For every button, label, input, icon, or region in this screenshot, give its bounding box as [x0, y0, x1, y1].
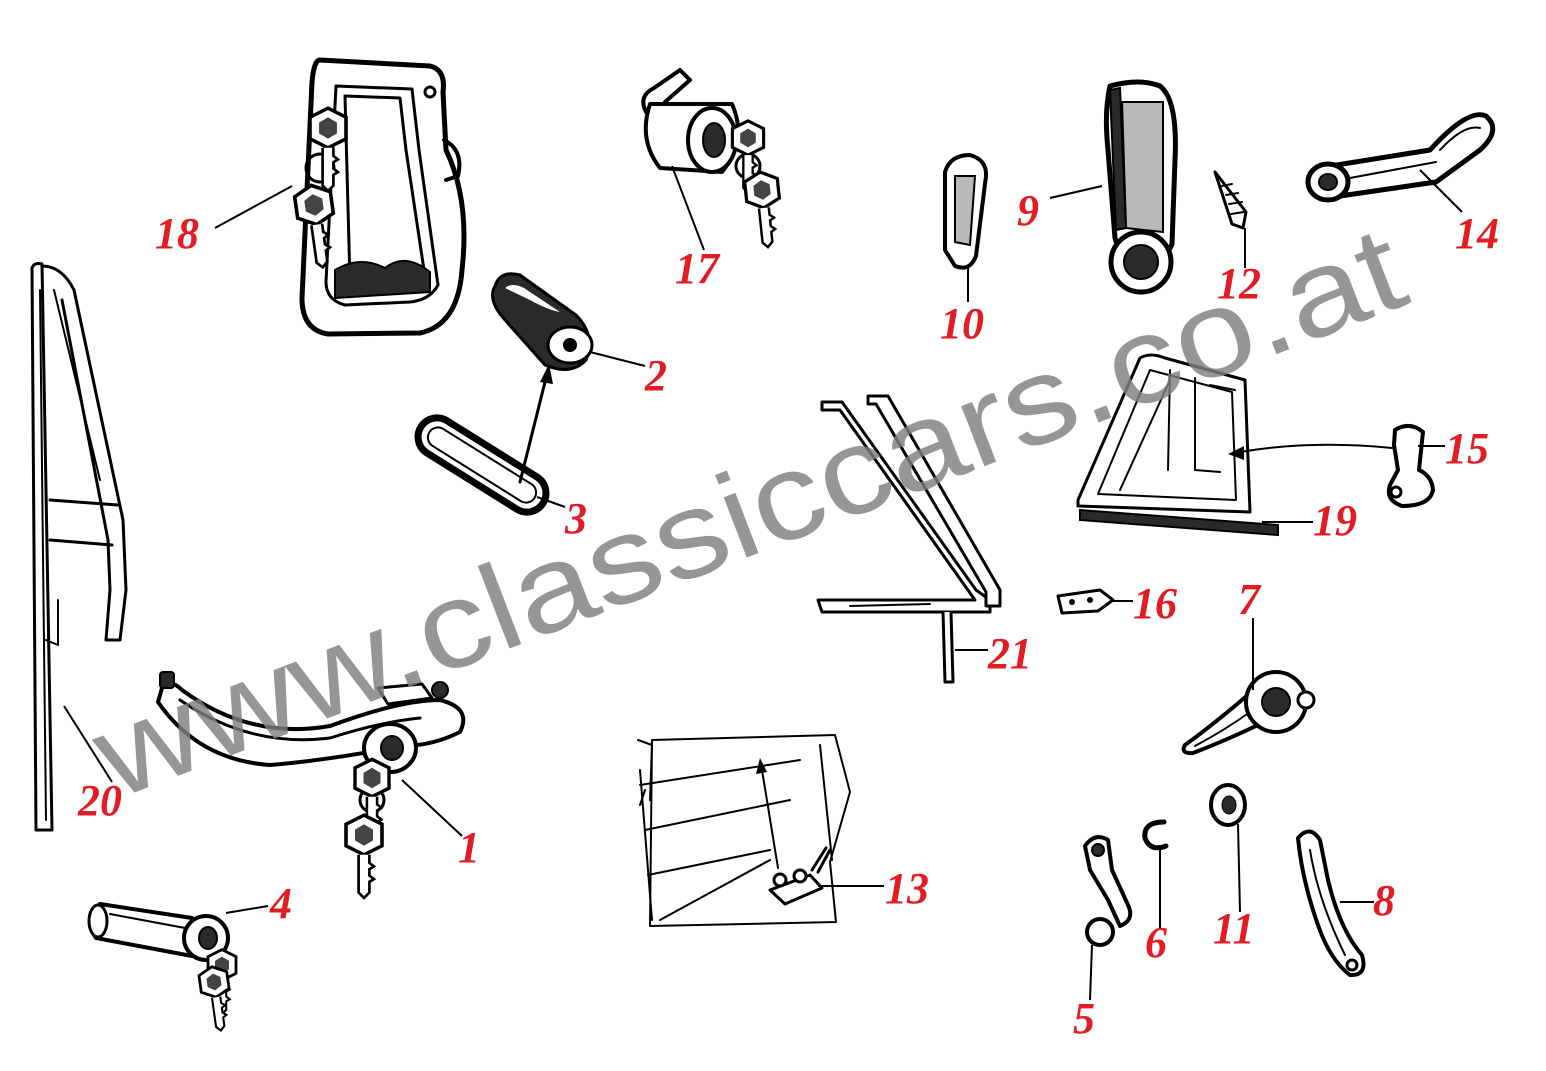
part-8-crank-arm [1296, 829, 1366, 978]
leader-3 [536, 496, 566, 508]
part-19-vent-frame [1076, 353, 1393, 537]
leader-17 [671, 165, 705, 251]
leader-18 [214, 185, 293, 229]
part-9-crank-handle [1103, 79, 1178, 295]
leader-11 [1237, 823, 1241, 913]
leader-1 [401, 779, 463, 837]
leader-5 [1089, 944, 1093, 1001]
part-2-lock-knob [491, 272, 594, 371]
callout-10: 10 [940, 299, 984, 348]
part-6-c-clip [1142, 819, 1169, 851]
callout-4: 4 [269, 879, 292, 928]
leader-9 [1049, 185, 1103, 199]
leader-14 [1419, 169, 1463, 213]
callout-20: 20 [77, 776, 122, 825]
callout-2: 2 [644, 351, 667, 400]
part-16-clip [1056, 588, 1115, 615]
callout-18: 18 [155, 209, 199, 258]
part-13-door-panel [637, 734, 851, 927]
callout-17: 17 [675, 244, 721, 293]
callout-7: 7 [1238, 575, 1262, 624]
part-17-lock-cylinder [641, 68, 786, 251]
part-18-lock-housing [291, 57, 467, 337]
leader-4 [225, 905, 269, 914]
part-12-screw [1213, 170, 1248, 230]
leader-lines [63, 165, 1463, 1001]
callout-11: 11 [1213, 904, 1255, 953]
part-14-crank-lever [1305, 112, 1496, 203]
callout-16: 16 [1133, 579, 1177, 628]
part-21-window-channel [816, 394, 1002, 684]
part-3-handle-bar [414, 364, 553, 516]
callout-5: 5 [1073, 994, 1095, 1043]
callout-14: 14 [1455, 209, 1499, 258]
callout-1: 1 [458, 823, 480, 872]
leader-20 [63, 705, 113, 783]
callout-15: 15 [1445, 424, 1489, 473]
callout-19: 19 [1313, 496, 1357, 545]
part-5-small-crank [1083, 835, 1133, 947]
leader-2 [589, 351, 646, 367]
part-15-bracket [1386, 424, 1435, 508]
callout-3: 3 [564, 494, 587, 543]
callout-12: 12 [1217, 259, 1261, 308]
callout-6: 6 [1145, 918, 1167, 967]
callouts: 1 2 3 4 5 6 7 8 9 10 11 12 13 14 15 16 1… [77, 186, 1499, 1043]
part-1-exterior-handle [156, 671, 466, 900]
part-7-latch-handle [1181, 670, 1316, 756]
part-11-washer [1209, 783, 1247, 827]
part-4-lock-barrel [87, 902, 238, 1034]
part-10-knob [943, 153, 989, 270]
callout-9: 9 [1017, 186, 1039, 235]
callout-13: 13 [885, 864, 929, 913]
callout-21: 21 [987, 629, 1032, 678]
callout-8: 8 [1373, 876, 1395, 925]
part-20-window-strip [30, 262, 128, 832]
